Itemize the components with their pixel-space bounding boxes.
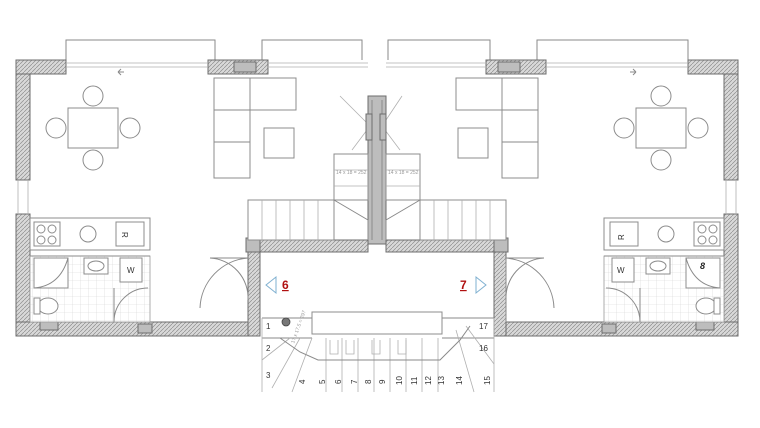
door-swings-center xyxy=(339,95,403,151)
room-label-w-right: W xyxy=(617,266,625,275)
room-label-r-right: R xyxy=(617,234,626,240)
stair-main-lower xyxy=(261,311,495,393)
stair-number: 3 xyxy=(266,371,271,380)
stair-left-upper xyxy=(247,153,369,241)
stair-number: 13 xyxy=(437,376,446,385)
stair-number: 8 xyxy=(364,379,373,384)
stair-number: 9 xyxy=(378,379,387,384)
entrance-doors xyxy=(199,257,555,322)
windows xyxy=(17,62,737,214)
triangle-left-icon xyxy=(265,275,277,295)
stair-number: 15 xyxy=(483,376,492,385)
room-label-8: 8 xyxy=(700,261,705,271)
stair-number: 1 xyxy=(266,322,271,331)
bathroom-left xyxy=(29,255,151,323)
stair-number: 16 xyxy=(479,344,488,353)
stair-number: 11 xyxy=(410,376,419,385)
stair-number: 6 xyxy=(334,379,343,384)
triangle-right-icon xyxy=(475,275,487,295)
kitchen-left xyxy=(29,217,151,251)
flat-number-7[interactable]: 7 xyxy=(460,278,467,292)
dining-set-left xyxy=(45,85,141,171)
sofa-left xyxy=(213,77,297,179)
kitchen-right xyxy=(603,217,725,251)
stair-dim-right: 14 x 18 = 252 xyxy=(388,170,419,176)
room-label-r-left: R xyxy=(120,232,129,238)
stair-numbers: 1 2 3 4 5 6 7 8 9 10 11 12 13 14 15 16 1… xyxy=(266,322,492,385)
stair-number: 14 xyxy=(455,376,464,385)
balconies xyxy=(65,39,689,60)
bathroom-right xyxy=(603,255,725,323)
stair-number: 4 xyxy=(298,379,307,384)
stair-dim-left: 14 x 18 = 252 xyxy=(336,170,367,176)
stair-number: 7 xyxy=(350,379,359,384)
stair-number: 2 xyxy=(266,344,271,353)
dining-set-right xyxy=(613,85,709,171)
stair-number: 10 xyxy=(395,376,404,385)
column-dot-icon xyxy=(281,317,291,327)
room-label-w-left: W xyxy=(127,266,135,275)
sofa-right xyxy=(455,77,539,179)
flat-number-6[interactable]: 6 xyxy=(282,278,289,292)
stair-number: 17 xyxy=(479,322,488,331)
wall-right-apartment xyxy=(385,59,739,337)
stair-number: 12 xyxy=(424,376,433,385)
stair-number: 5 xyxy=(318,379,327,384)
stair-right-upper xyxy=(385,153,507,241)
